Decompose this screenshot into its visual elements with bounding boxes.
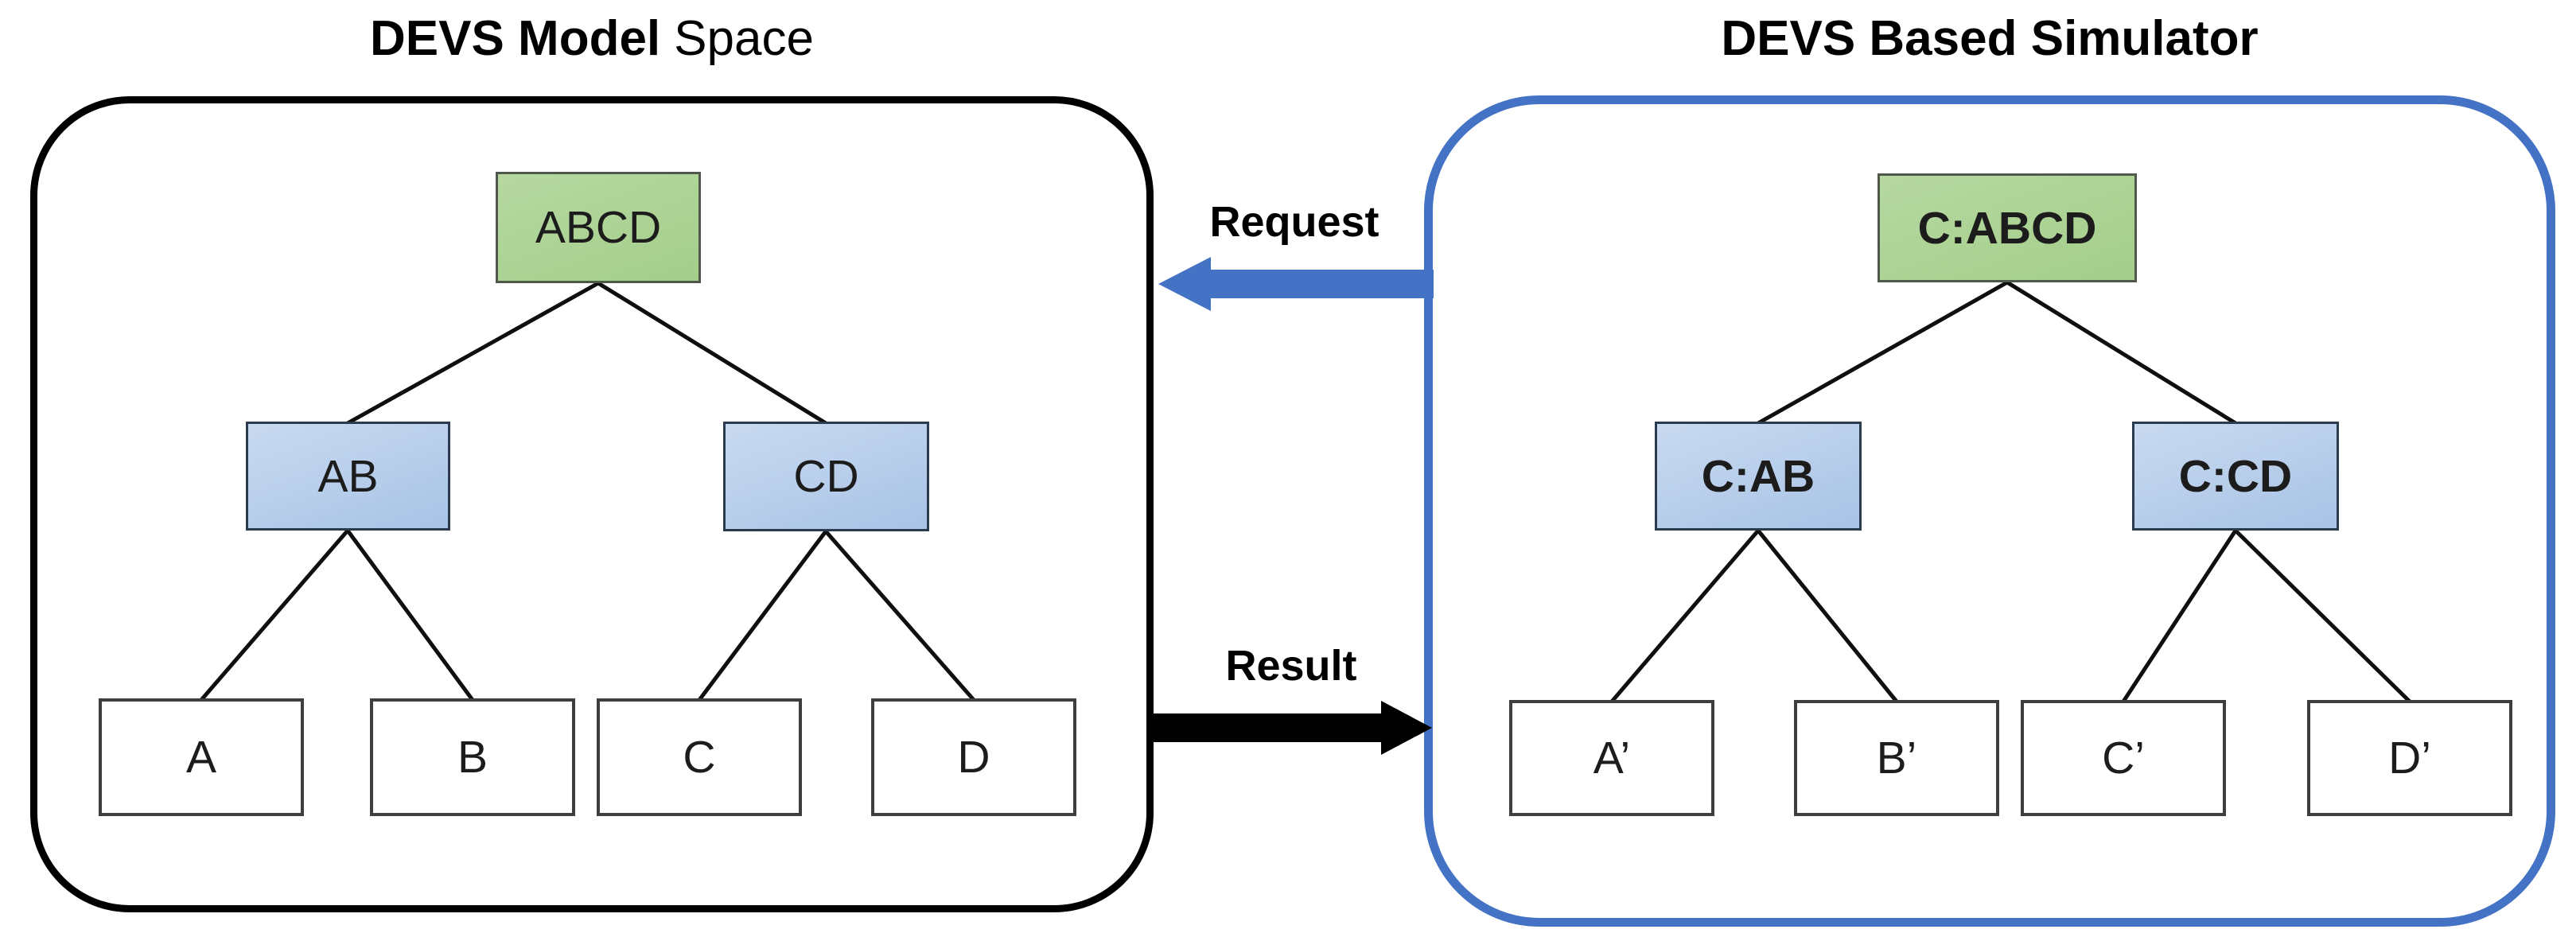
- right-panel-title: DEVS Based Simulator: [1721, 11, 2259, 66]
- node-c-abcd: C:ABCD: [1878, 173, 2137, 282]
- devs-model-space-panel: [30, 96, 1154, 912]
- node-d: D: [871, 698, 1076, 816]
- node-b: B: [370, 698, 575, 816]
- node-a: A: [99, 698, 304, 816]
- node-c-ab: C:AB: [1655, 422, 1862, 531]
- devs-based-simulator-panel: [1424, 95, 2555, 927]
- node-abcd: ABCD: [496, 172, 701, 283]
- result-arrow-label: Result: [1225, 642, 1357, 690]
- left-panel-title-regular: Space: [674, 11, 814, 66]
- result-arrow-shape: [1152, 701, 1432, 755]
- result-arrow: [1152, 701, 1432, 755]
- node-a-prime: A’: [1509, 700, 1714, 816]
- node-ab: AB: [246, 422, 450, 531]
- node-c-prime: C’: [2021, 700, 2226, 816]
- connector-lines-left: [200, 281, 975, 702]
- connector-lines-right: [1610, 280, 2411, 703]
- request-arrow-shape: [1158, 257, 1434, 311]
- node-d-prime: D’: [2307, 700, 2512, 816]
- request-arrow-label: Request: [1209, 198, 1379, 246]
- node-b-prime: B’: [1794, 700, 1999, 816]
- left-panel-title-bold: DEVS Model: [370, 11, 661, 66]
- node-c: C: [597, 698, 802, 816]
- node-c-cd: C:CD: [2132, 422, 2339, 531]
- node-cd: CD: [723, 422, 929, 531]
- request-arrow: [1158, 257, 1434, 311]
